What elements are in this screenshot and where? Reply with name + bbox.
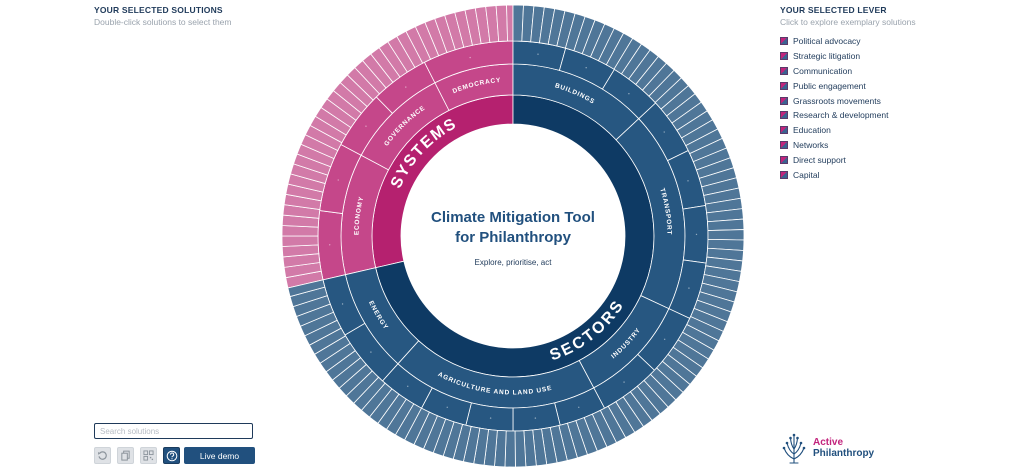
active-philanthropy-logo[interactable]: Active Philanthropy [781, 432, 874, 464]
lever-checkbox-icon[interactable] [780, 37, 788, 46]
tree-icon [782, 433, 806, 464]
subcategory-marker [405, 86, 407, 88]
center-title-line1: Climate Mitigation Tool [431, 209, 595, 226]
lever-item-research-development[interactable]: Research & development [780, 108, 1010, 123]
subcategory-marker [365, 125, 367, 127]
subcategory-marker [623, 381, 625, 383]
selected-solutions-title: YOUR SELECTED SOLUTIONS [94, 5, 223, 15]
subcategory-marker [687, 180, 689, 182]
lever-item-education[interactable]: Education [780, 123, 1010, 138]
subcategory-marker [370, 351, 372, 353]
subcategory-marker [663, 131, 665, 133]
lever-item-communication[interactable]: Communication [780, 64, 1010, 79]
selected-solutions-hint: Double-click solutions to select them [94, 17, 232, 27]
lever-checkbox-icon[interactable] [780, 170, 788, 179]
solution-segment[interactable] [287, 279, 326, 298]
subcategory-marker [534, 417, 537, 419]
reset-icon [98, 451, 107, 460]
lever-checkbox-icon[interactable] [780, 52, 788, 61]
help-button[interactable] [163, 447, 180, 464]
lever-checkbox-icon[interactable] [780, 111, 788, 120]
subcategory-marker [489, 417, 492, 419]
lever-item-political-advocacy[interactable]: Political advocacy [780, 34, 1010, 49]
solution-segment[interactable] [504, 430, 516, 468]
center-subtitle: Explore, prioritise, act [475, 258, 553, 267]
qr-code-button[interactable] [140, 447, 157, 464]
lever-checkbox-icon[interactable] [780, 81, 788, 90]
copy-icon [121, 450, 130, 461]
solution-segment[interactable] [707, 229, 745, 241]
subcategory-marker [537, 53, 539, 55]
logo-line1: Active [813, 437, 844, 448]
subcategory-marker [407, 385, 409, 388]
subcategory-marker [688, 287, 690, 289]
lever-list: Political advocacy Strategic litigation … [780, 34, 1010, 182]
subcategory-marker [446, 406, 448, 409]
lever-item-strategic-litigation[interactable]: Strategic litigation [780, 49, 1010, 64]
lever-checkbox-icon[interactable] [780, 140, 788, 149]
lever-item-grassroots-movements[interactable]: Grassroots movements [780, 93, 1010, 108]
subcategory-marker [628, 93, 630, 95]
subcategory-segment[interactable] [682, 205, 709, 264]
lever-checkbox-icon[interactable] [780, 126, 788, 135]
subcategory-marker [578, 406, 580, 409]
subcategory-segment[interactable] [317, 210, 346, 281]
lever-checkbox-icon[interactable] [780, 96, 788, 105]
sector-label: ECONOMY [353, 196, 365, 236]
solution-segment[interactable] [514, 430, 527, 468]
subcategory-marker [329, 244, 331, 246]
subcategory-marker [341, 303, 344, 305]
lever-item-networks[interactable]: Networks [780, 138, 1010, 153]
solution-segment[interactable] [506, 4, 514, 42]
logo-line2: Philanthropy [813, 448, 875, 459]
live-demo-button[interactable]: Live demo [184, 447, 255, 464]
subcategory-marker [337, 179, 339, 181]
search-input[interactable] [94, 423, 253, 439]
subcategory-marker [695, 233, 698, 236]
qr-code-icon [143, 450, 154, 461]
center-title-line2: for Philanthropy [455, 229, 571, 246]
lever-checkbox-icon[interactable] [780, 155, 788, 164]
lever-item-direct-support[interactable]: Direct support [780, 152, 1010, 167]
selected-lever-panel: YOUR SELECTED LEVER Click to explore exe… [780, 5, 1010, 182]
selected-solutions-panel: YOUR SELECTED SOLUTIONS Double-click sol… [94, 5, 314, 27]
lever-item-public-engagement[interactable]: Public engagement [780, 78, 1010, 93]
selected-lever-title: YOUR SELECTED LEVER [780, 5, 887, 15]
copy-button[interactable] [117, 447, 134, 464]
help-icon [166, 450, 177, 461]
subcategory-marker [663, 338, 666, 340]
subcategory-marker [469, 56, 471, 59]
reset-button[interactable] [94, 447, 111, 464]
solution-segment[interactable] [281, 235, 319, 247]
lever-item-capital[interactable]: Capital [780, 167, 1010, 182]
lever-checkbox-icon[interactable] [780, 66, 788, 75]
selected-lever-hint: Click to explore exemplary solutions [780, 17, 916, 27]
subcategory-marker [585, 67, 587, 69]
